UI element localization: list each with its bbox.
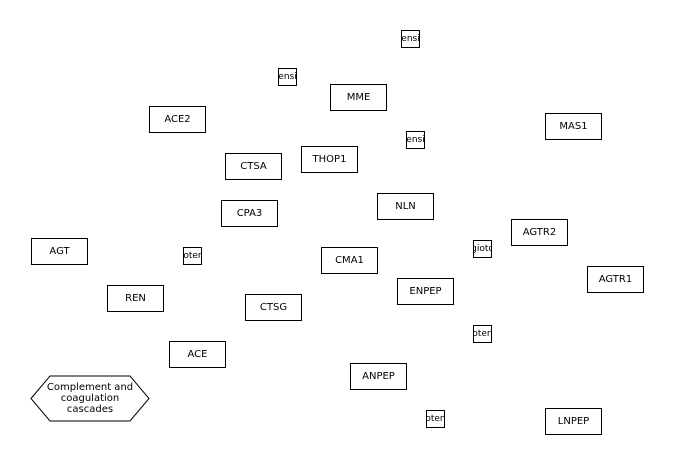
- gene-node-nln[interactable]: NLN: [377, 193, 434, 220]
- gene-node-ctsg[interactable]: CTSG: [245, 294, 302, 321]
- gene-node-lnpep[interactable]: LNPEP: [545, 408, 602, 435]
- compound-node[interactable]: oten: [473, 325, 492, 343]
- compound-node[interactable]: gioto: [473, 240, 492, 258]
- pathway-label: Complement and coagulation cascades: [40, 382, 140, 415]
- gene-node-cma1[interactable]: CMA1: [321, 247, 378, 274]
- gene-node-agt[interactable]: AGT: [31, 238, 88, 265]
- compound-node[interactable]: ensi: [278, 68, 297, 86]
- gene-node-agtr2[interactable]: AGTR2: [511, 219, 568, 246]
- gene-node-enpep[interactable]: ENPEP: [397, 278, 454, 305]
- hexagon-shape: [30, 375, 150, 422]
- gene-node-ctsa[interactable]: CTSA: [225, 153, 282, 180]
- compound-node[interactable]: ensi: [406, 131, 425, 149]
- gene-node-cpa3[interactable]: CPA3: [221, 200, 278, 227]
- pathway-label-line: Complement and: [46, 382, 134, 393]
- gene-node-mme[interactable]: MME: [330, 84, 387, 111]
- pathway-link-node[interactable]: Complement and coagulation cascades: [30, 375, 150, 422]
- compound-node[interactable]: ensi: [401, 30, 420, 48]
- pathway-label-line: cascades: [66, 404, 114, 415]
- gene-node-mas1[interactable]: MAS1: [545, 113, 602, 140]
- pathway-label-line: coagulation: [60, 393, 120, 404]
- compound-node[interactable]: oter: [183, 247, 202, 265]
- compound-node[interactable]: oten: [426, 410, 445, 428]
- gene-node-ace[interactable]: ACE: [169, 341, 226, 368]
- gene-node-anpep[interactable]: ANPEP: [350, 363, 407, 390]
- gene-node-ace2[interactable]: ACE2: [149, 106, 206, 133]
- gene-node-agtr1[interactable]: AGTR1: [587, 266, 644, 293]
- gene-node-thop1[interactable]: THOP1: [301, 146, 358, 173]
- gene-node-ren[interactable]: REN: [107, 285, 164, 312]
